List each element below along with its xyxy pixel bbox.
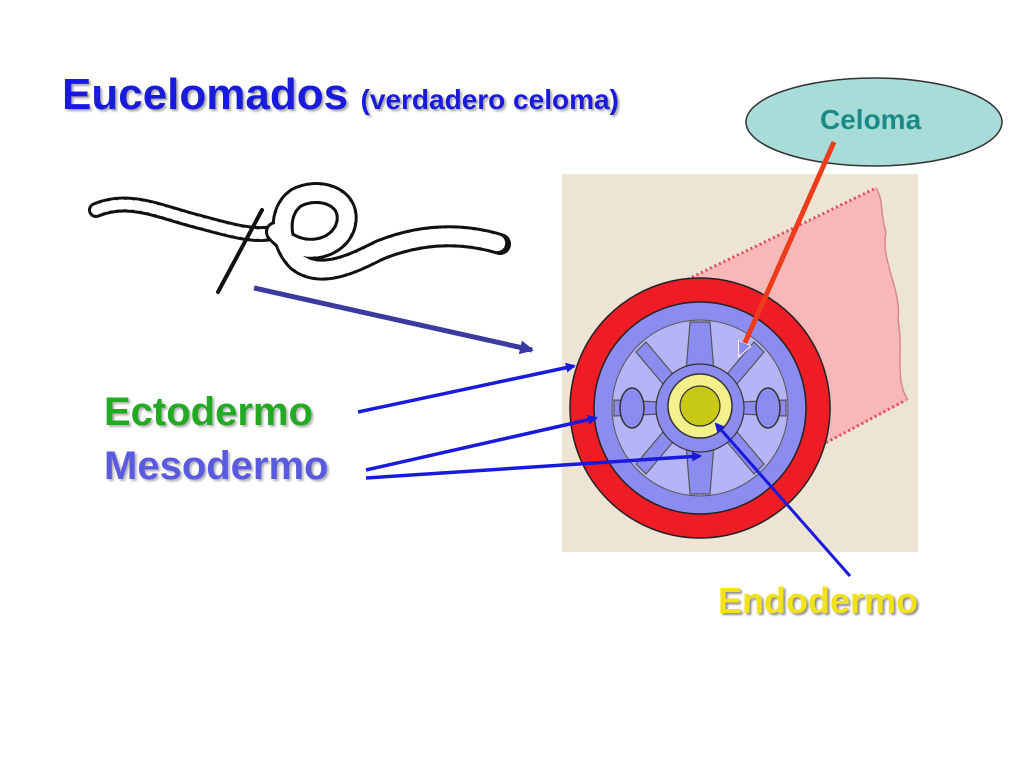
- celoma-arrow: [737, 140, 837, 354]
- label-mesodermo: Mesodermo: [104, 444, 329, 488]
- label-celoma: Celoma: [820, 104, 922, 135]
- mesodermo-pointer-inner: [365, 451, 702, 480]
- label-ectodermo: Ectodermo: [104, 390, 313, 434]
- gut-lumen: [679, 385, 721, 427]
- page-title: Eucelomados (verdadero celoma): [62, 70, 619, 120]
- title-main: Eucelomados: [62, 70, 349, 119]
- section-arrow: [253, 285, 534, 355]
- worm-icon: [88, 182, 511, 294]
- label-endodermo: Endodermo: [718, 580, 919, 621]
- title-subtitle: (verdadero celoma): [360, 84, 619, 115]
- tube-cross-section: [569, 277, 831, 539]
- celoma-bubble: [745, 77, 1003, 167]
- endodermo-pointer: [714, 422, 852, 577]
- mesodermo-pointer-outer: [365, 414, 598, 472]
- ectodermo-pointer: [357, 362, 576, 414]
